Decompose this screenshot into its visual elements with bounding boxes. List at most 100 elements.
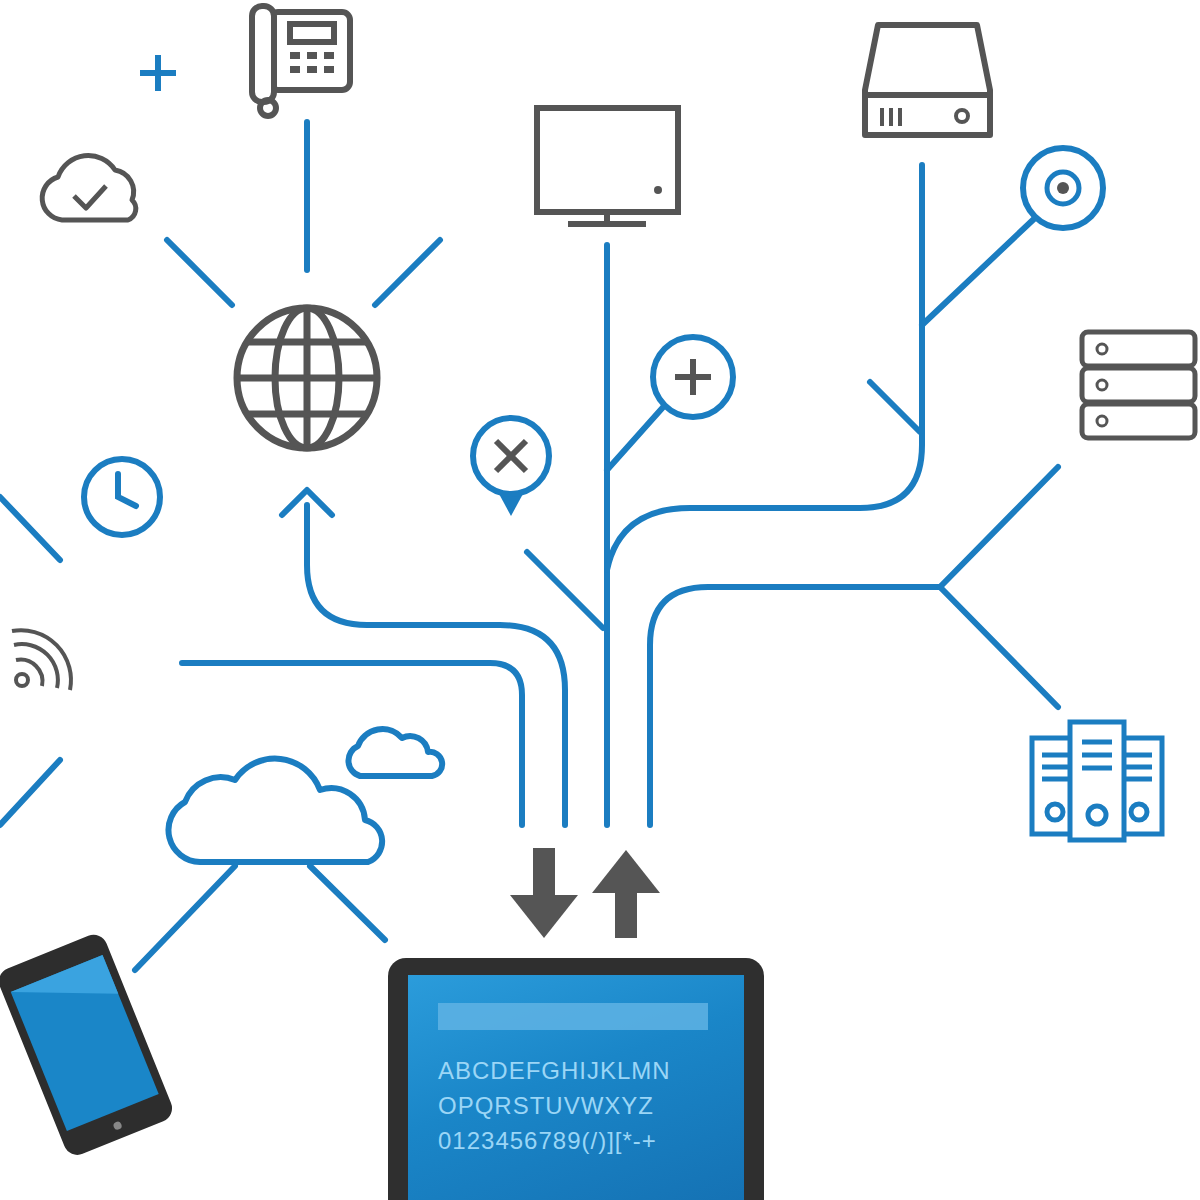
- plus-sign: [140, 55, 176, 91]
- phone-handset: [252, 6, 274, 102]
- wire: [375, 240, 440, 305]
- tablet-frame: [388, 958, 764, 1200]
- server-stack-icon: [1082, 332, 1195, 438]
- wire: [0, 497, 60, 560]
- key: [290, 52, 300, 59]
- transfer-arrows: [510, 848, 660, 938]
- phone-screen: [11, 955, 159, 1131]
- key: [307, 66, 317, 73]
- wire: [870, 382, 920, 432]
- cloud-icons: [168, 729, 442, 862]
- target-inner: [1047, 172, 1079, 204]
- wire: [527, 552, 603, 628]
- wire: [940, 467, 1058, 587]
- drive-slots: [880, 108, 902, 126]
- wire: [304, 122, 310, 270]
- screen-bar: [438, 1003, 708, 1030]
- server-unit: [1082, 368, 1195, 402]
- drive-body: [865, 25, 990, 135]
- server-led: [1097, 344, 1107, 354]
- server-led: [1097, 380, 1107, 390]
- wires: [0, 122, 1058, 970]
- big-cloud: [168, 759, 382, 862]
- globe-line: [247, 411, 367, 418]
- target-outer: [1023, 148, 1103, 228]
- wire: [607, 405, 665, 470]
- wifi-icon: [12, 630, 71, 690]
- smartphone-icon: [0, 931, 176, 1160]
- cabinet-vents: [1042, 742, 1152, 779]
- cloud-outline: [42, 156, 136, 220]
- wifi-arc: [14, 644, 58, 688]
- target-dot: [1057, 182, 1069, 194]
- arrow-head: [282, 490, 332, 515]
- wire: [0, 760, 60, 825]
- clock-face: [84, 459, 160, 535]
- arrow-shaft: [615, 892, 637, 938]
- check-mark: [74, 186, 106, 208]
- clock-hands: [118, 474, 136, 506]
- wire: [940, 587, 1058, 707]
- cabinet-disc: [1131, 804, 1147, 820]
- phone-frame: [0, 931, 176, 1160]
- plus-circle: [653, 337, 733, 417]
- arrow-shaft: [533, 848, 555, 898]
- drive-line: [865, 92, 990, 98]
- x-pin-icon: [473, 418, 549, 516]
- key: [324, 52, 334, 59]
- arrow-head: [592, 850, 660, 893]
- wifi-arc: [12, 630, 71, 690]
- cabinet-disc: [1088, 806, 1106, 824]
- pin-circle: [473, 418, 549, 494]
- wire: [167, 240, 232, 305]
- drive-led: [956, 110, 968, 122]
- x-stroke: [496, 441, 526, 471]
- server-cabinets-icon: [1032, 722, 1162, 840]
- screen-text: 0123456789(/)][*-+: [438, 1123, 724, 1158]
- key: [290, 66, 300, 73]
- wire: [922, 218, 1035, 325]
- slot: [889, 108, 893, 126]
- wifi-dot: [16, 674, 28, 686]
- plus-stroke: [690, 359, 696, 395]
- screen-text: ABCDEFGHIJKLMN: [438, 1053, 724, 1088]
- wire: [607, 165, 922, 570]
- globe-outline: [237, 308, 377, 448]
- wire: [650, 587, 940, 825]
- server-led: [1097, 416, 1107, 426]
- phone-keys: [290, 52, 334, 73]
- key: [307, 52, 317, 59]
- slot: [898, 108, 902, 126]
- monitor-led: [654, 186, 662, 194]
- server-unit: [1082, 332, 1195, 366]
- wire: [135, 866, 235, 970]
- phone-glare: [11, 955, 119, 1031]
- plus-stroke: [155, 55, 161, 91]
- small-cloud: [348, 729, 442, 776]
- phone-cord: [260, 100, 276, 116]
- phone-body: [270, 12, 350, 90]
- globe-line: [237, 375, 377, 382]
- x-stroke: [496, 441, 526, 471]
- target-icon: [1023, 148, 1103, 228]
- monitor-icon: [537, 108, 678, 224]
- key: [324, 66, 334, 73]
- wire: [310, 866, 385, 940]
- globe-line: [247, 339, 367, 346]
- tablet-screen: ABCDEFGHIJKLMNOPQRSTUVWXYZ0123456789(/)]…: [408, 975, 744, 1200]
- plus-circle-icon: [653, 337, 733, 417]
- cloud-check-icon: [42, 156, 136, 220]
- monitor-base: [568, 221, 646, 227]
- monitor-screen: [537, 108, 678, 212]
- desk-phone-icon: [252, 6, 350, 116]
- globe-icon: [237, 308, 377, 448]
- cabinet-disc: [1047, 804, 1063, 820]
- slot: [880, 108, 884, 126]
- arrow-head: [510, 895, 578, 938]
- wire: [604, 245, 610, 825]
- screen-text: OPQRSTUVWXYZ: [438, 1088, 724, 1123]
- phone-button: [112, 1120, 122, 1130]
- wifi-arc: [16, 660, 42, 686]
- monitor-stand: [604, 212, 610, 222]
